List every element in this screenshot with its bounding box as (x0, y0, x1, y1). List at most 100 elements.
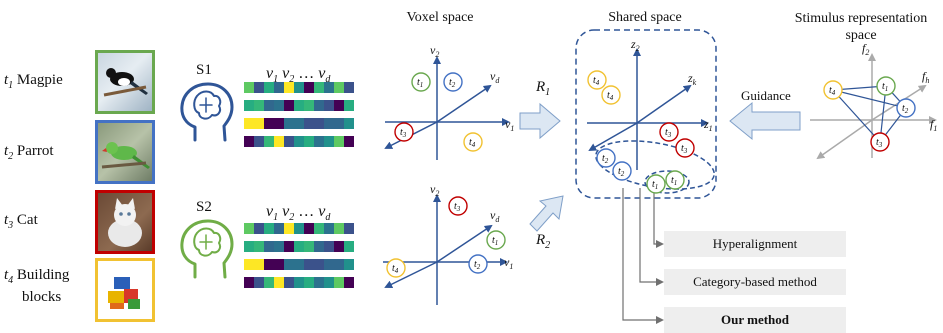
heatmap-cell (294, 118, 304, 129)
heatmap-cell (344, 259, 354, 270)
marker-t1-circle (646, 174, 666, 194)
marker-t1-label: t1 (882, 81, 888, 93)
marker-t2-label: t2 (474, 259, 481, 271)
heatmap-cell (324, 82, 334, 93)
heatmap-cell (344, 118, 354, 129)
heatmap-cell (274, 223, 284, 234)
cluster-ellipse-small (644, 170, 690, 194)
r1-arrow-icon (519, 102, 561, 140)
heatmap-cell (314, 118, 324, 129)
heatmap-cell (254, 259, 264, 270)
subject-label-s2: S2 (196, 199, 212, 215)
marker-t2-label: t2 (618, 166, 625, 178)
marker-t2-circle (596, 148, 616, 168)
marker-t3-circle (394, 122, 414, 142)
heatmap-cell (334, 241, 344, 252)
shared-space-box (575, 29, 717, 199)
heatmap-cell (284, 118, 294, 129)
heatmap-cell (324, 259, 334, 270)
heatmap-cell (244, 223, 254, 234)
heatmap-cell (294, 259, 304, 270)
marker-t4-label: t4 (469, 137, 476, 149)
shared-axes (587, 48, 709, 170)
heatmap-cell (254, 241, 264, 252)
heatmap-cell (314, 136, 324, 147)
marker-t4-label: t4 (829, 85, 836, 97)
marker-t2-label: t2 (449, 77, 456, 89)
heatmap-cell (294, 241, 304, 252)
heatmap-cell (264, 259, 274, 270)
axis-label-z2: z2 (630, 37, 640, 53)
axis-labels: v2 vd v1 v2 vd v1 z2 zk z1 f2 fh f1 (430, 37, 937, 271)
marker-t3-circle (659, 122, 679, 142)
heatmap-cell (314, 100, 324, 111)
heatmap-cell (324, 136, 334, 147)
heatmap-cell (254, 277, 264, 288)
voxel-axes-s2 (383, 194, 508, 305)
heatmap-cell (244, 241, 254, 252)
heatmap-cell (264, 277, 274, 288)
heatmap-cell (314, 241, 324, 252)
method-connectors (622, 188, 664, 324)
heatmap-cell (314, 259, 324, 270)
axis-label-f2: f2 (862, 41, 869, 57)
heatmap-cell (344, 136, 354, 147)
magpie-photo (95, 50, 155, 114)
heatmap-cell (284, 223, 294, 234)
marker-t1-label: t1 (652, 179, 658, 191)
stimulus-name-blocks: blocks (22, 289, 62, 305)
axis-label-v2-s2: v2 (430, 182, 439, 198)
axis-label-v2-s1: v2 (430, 43, 439, 59)
stimulus-label-t2: t2 Parrot (4, 143, 54, 162)
heatmap-cell (304, 118, 314, 129)
heatmap-cell (334, 136, 344, 147)
label-r1: R1 (536, 79, 551, 98)
heatmap-cell (334, 223, 344, 234)
heatmap-cell (294, 100, 304, 111)
marker-t1-label: t1 (492, 235, 498, 247)
marker-t1-label: t1 (417, 77, 423, 89)
stimulus-label-t4-line2: blocks (22, 289, 61, 306)
heatmap-cell (254, 100, 264, 111)
marker-t1-circle (411, 72, 431, 92)
axis-label-v1-s1: v1 (505, 117, 514, 133)
heatmap-cell (344, 241, 354, 252)
heatmap-cell (254, 223, 264, 234)
title-stimulus-space: Stimulus representation space (794, 11, 928, 43)
axis-label-zk: zk (687, 71, 697, 87)
heatmap-cell (244, 259, 254, 270)
heatmap-cell (334, 82, 344, 93)
heatmap-cell (284, 82, 294, 93)
marker-t3-circle (870, 132, 890, 152)
marker-t1-circle (665, 170, 685, 190)
axis-label-z1: z1 (703, 117, 713, 133)
stimulus-name-building: Building (16, 267, 70, 283)
marker-t1-circle (876, 76, 896, 96)
heatmap-cell (244, 82, 254, 93)
marker-t1-circle (486, 230, 506, 250)
heatmap-cell (294, 223, 304, 234)
label-guidance: Guidance (741, 88, 791, 103)
heatmap-cell (284, 136, 294, 147)
marker-t4-circle (463, 132, 483, 152)
voxel-header-s2: v1 v2 … vd (266, 203, 331, 224)
heatmap-cell (314, 277, 324, 288)
heatmap-cell (334, 259, 344, 270)
heatmap-cell (264, 241, 274, 252)
heatmap-cell (244, 136, 254, 147)
axis-label-vd-s1: vd (490, 69, 500, 85)
heatmap-cell (304, 100, 314, 111)
heatmap-cell (284, 100, 294, 111)
stimulus-links (832, 85, 907, 143)
heatmap-cell (274, 118, 284, 129)
heatmap-cell (264, 223, 274, 234)
voxel-heatmap-s2 (244, 223, 354, 288)
marker-t3-circle (448, 196, 468, 216)
heatmap-cell (344, 277, 354, 288)
marker-t2-circle (612, 161, 632, 181)
method-our-method: Our method (664, 307, 846, 333)
marker-t3-label: t3 (681, 143, 688, 155)
heatmap-cell (294, 82, 304, 93)
r2-arrow-icon (529, 195, 564, 232)
